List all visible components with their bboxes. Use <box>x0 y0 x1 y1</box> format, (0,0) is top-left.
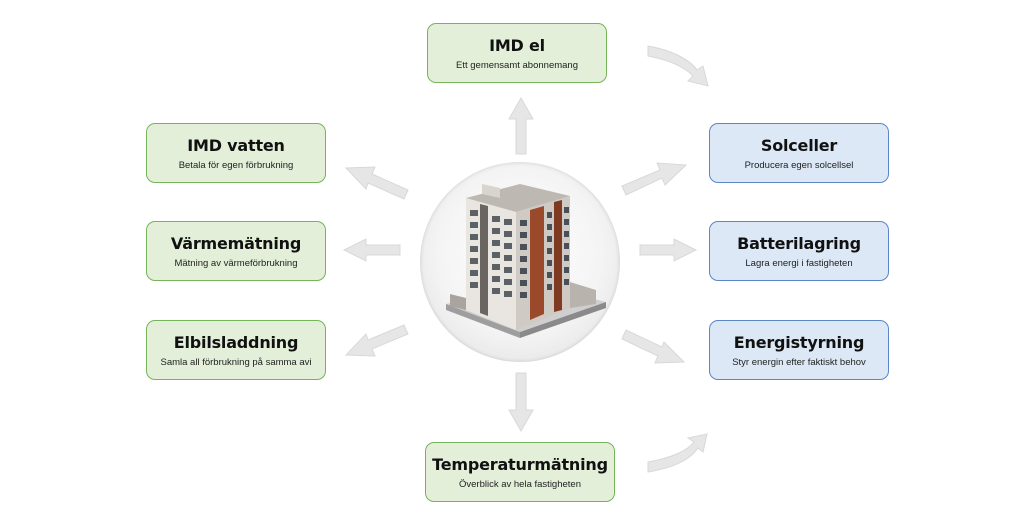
node-subtitle: Styr energin efter faktiskt behov <box>732 356 866 368</box>
node-elbilsladdning: Elbilsladdning Samla all förbrukning på … <box>146 320 326 380</box>
node-imd-vatten: IMD vatten Betala för egen förbrukning <box>146 123 326 183</box>
node-title: Temperaturmätning <box>432 454 608 474</box>
node-title: IMD vatten <box>187 135 285 155</box>
node-varmematning: Värmemätning Mätning av värmeförbrukning <box>146 221 326 281</box>
arrow-to-solceller <box>621 162 688 196</box>
node-title: IMD el <box>489 35 545 55</box>
node-title: Energistyrning <box>733 332 865 352</box>
arrow-to-varmematning <box>342 238 401 262</box>
node-title: Solceller <box>760 135 838 155</box>
node-energistyrning: Energistyrning Styr energin efter faktis… <box>709 320 889 380</box>
node-subtitle: Producera egen solcellsel <box>744 159 854 171</box>
apartment-building-icon <box>446 184 606 338</box>
node-title: Elbilsladdning <box>173 332 299 352</box>
arrow-to-elbilsladdning <box>344 324 409 357</box>
node-imd-el: IMD el Ett gemensamt abonnemang <box>427 23 607 83</box>
node-title: Batterilagring <box>737 233 861 253</box>
arrow-to-temperatur <box>508 372 534 433</box>
node-subtitle: Betala för egen förbrukning <box>178 159 294 171</box>
node-temperaturmatning: Temperaturmätning Överblick av hela fast… <box>425 442 615 502</box>
arrow-to-batterilagring <box>639 238 698 262</box>
curved-arrow-bottom-right <box>647 433 708 473</box>
arrow-to-imd-vatten <box>344 166 409 200</box>
node-batterilagring: Batterilagring Lagra energi i fastighete… <box>709 221 889 281</box>
node-solceller: Solceller Producera egen solcellsel <box>709 123 889 183</box>
arrow-to-energistyrning <box>621 329 686 364</box>
node-subtitle: Samla all förbrukning på samma avi <box>160 356 312 368</box>
node-subtitle: Lagra energi i fastigheten <box>745 257 853 269</box>
node-subtitle: Mätning av värmeförbrukning <box>174 257 298 269</box>
node-subtitle: Överblick av hela fastigheten <box>459 478 581 490</box>
node-subtitle: Ett gemensamt abonnemang <box>456 59 578 71</box>
curved-arrow-top-right <box>647 45 709 87</box>
node-title: Värmemätning <box>170 233 302 253</box>
arrow-to-imd-el <box>508 96 534 155</box>
